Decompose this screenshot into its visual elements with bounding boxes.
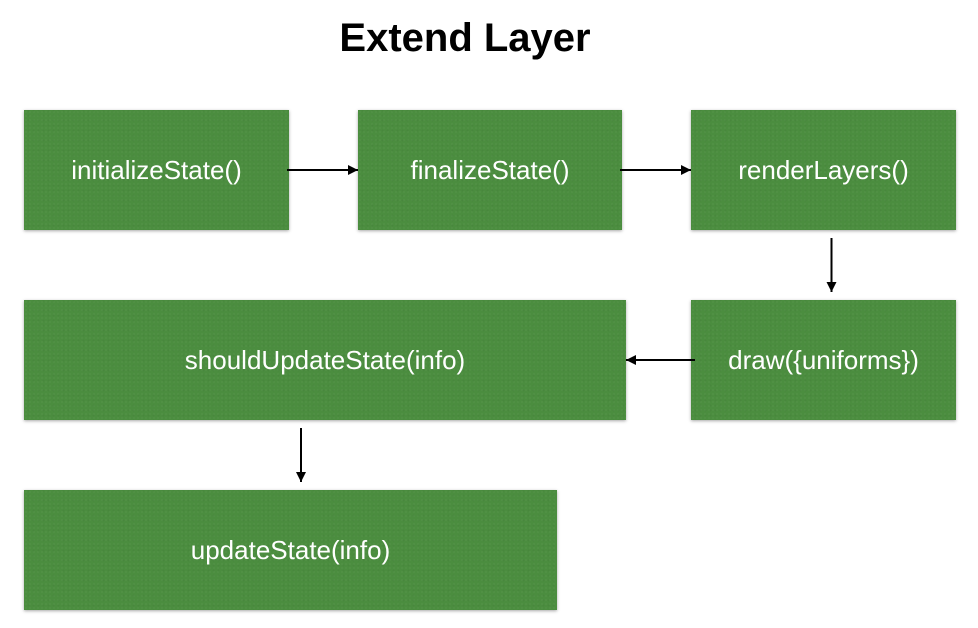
node-should-update-state: shouldUpdateState(info) <box>24 300 626 420</box>
node-label: shouldUpdateState(info) <box>184 344 466 375</box>
node-finalize-state: finalizeState() <box>358 110 622 230</box>
node-update-state: updateState(info) <box>24 490 557 610</box>
node-initialize-state: initializeState() <box>24 110 289 230</box>
diagram-title: Extend Layer <box>339 16 591 60</box>
node-draw: draw({uniforms}) <box>691 300 956 420</box>
node-label: draw({uniforms}) <box>728 344 919 375</box>
node-label: initializeState() <box>71 154 242 185</box>
node-label: finalizeState() <box>410 154 570 185</box>
node-label: renderLayers() <box>738 154 909 185</box>
node-label: updateState(info) <box>190 534 391 565</box>
node-render-layers: renderLayers() <box>691 110 956 230</box>
